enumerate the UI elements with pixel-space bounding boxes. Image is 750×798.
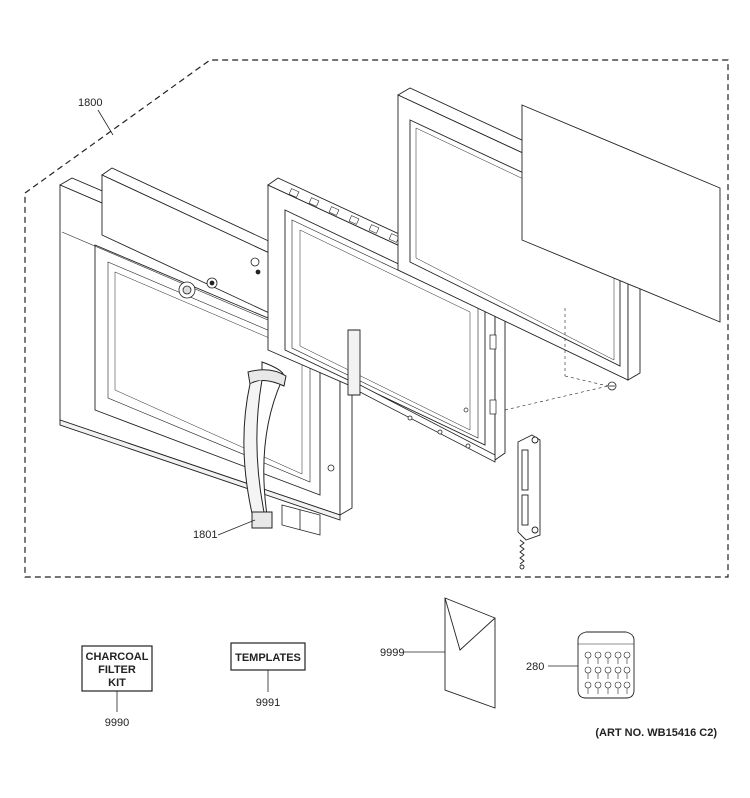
leader-1800 bbox=[97, 109, 114, 136]
handle-bracket bbox=[281, 504, 321, 536]
assembly-boundary bbox=[24, 59, 729, 578]
templates-box: TEMPLATES bbox=[230, 642, 306, 671]
alignment-lines bbox=[504, 308, 609, 411]
charcoal-filter-kit-line3: KIT bbox=[108, 677, 126, 689]
screw-kit-screws bbox=[584, 651, 631, 694]
glass-panel bbox=[521, 104, 721, 323]
door-handle bbox=[243, 361, 287, 529]
charcoal-filter-kit-line1: CHARCOAL bbox=[86, 651, 149, 663]
part-label-9991: 9991 bbox=[256, 697, 280, 709]
inner-door-frame bbox=[267, 177, 506, 461]
charcoal-filter-kit-box: CHARCOAL FILTER KIT bbox=[81, 645, 153, 692]
leader-1801 bbox=[217, 519, 256, 536]
part-label-280: 280 bbox=[526, 661, 544, 673]
literature-packet bbox=[444, 597, 496, 709]
templates-label: TEMPLATES bbox=[235, 652, 301, 664]
screw bbox=[607, 381, 617, 391]
door-latch-mechanism bbox=[178, 257, 335, 472]
part-label-9999: 9999 bbox=[380, 647, 404, 659]
screw-kit-bag bbox=[577, 631, 635, 699]
part-label-1800: 1800 bbox=[78, 97, 102, 109]
door-hinge-assembly bbox=[517, 434, 541, 570]
art-number: (ART NO. WB15416 C2) bbox=[595, 727, 717, 739]
part-label-9990: 9990 bbox=[105, 717, 129, 729]
part-label-1801: 1801 bbox=[193, 529, 217, 541]
charcoal-filter-kit-line2: FILTER bbox=[98, 664, 136, 676]
inner-frame-bottom-rail bbox=[359, 384, 496, 463]
